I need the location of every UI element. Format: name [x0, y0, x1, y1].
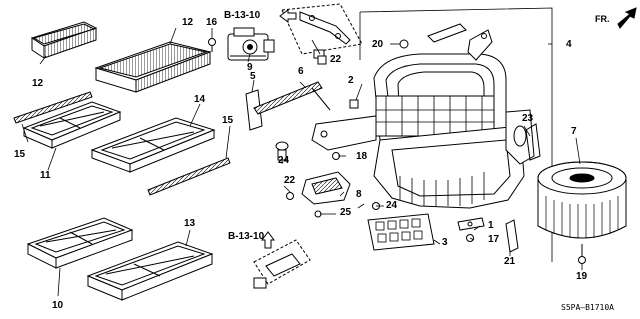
reference-label-bottom: B-13-10 — [228, 231, 265, 242]
ref-arrow-top — [279, 9, 297, 23]
filter-frame-14 — [90, 117, 216, 173]
filter-element-left — [30, 21, 98, 59]
lever-bracket-top — [281, 3, 363, 59]
link-lever-top — [427, 23, 467, 43]
mode-actuator — [227, 27, 275, 61]
link-rod-5 — [245, 89, 263, 131]
callout-23: 23 — [522, 113, 534, 124]
callout-12a: 12 — [32, 78, 44, 89]
callout-20: 20 — [372, 39, 384, 50]
filter-element-right — [94, 41, 212, 93]
blower-housing — [311, 7, 553, 262]
clip-1 — [457, 217, 485, 231]
callout-19: 19 — [576, 271, 588, 282]
filter-frame-10 — [26, 217, 134, 269]
diagram-code: S5PA–B1710A — [561, 303, 614, 312]
callout-10: 10 — [52, 300, 64, 311]
callout-21: 21 — [504, 256, 516, 267]
callout-3: 3 — [442, 237, 448, 248]
callout-2: 2 — [348, 75, 354, 86]
ref-arrow-bottom — [261, 231, 275, 249]
callout-12b: 12 — [182, 17, 194, 28]
front-direction-label: FR. — [595, 14, 610, 24]
connector — [367, 213, 435, 251]
callout-4: 4 — [566, 39, 572, 50]
callout-25: 25 — [340, 207, 352, 218]
screw-20 — [399, 39, 409, 49]
blower-motor — [537, 161, 627, 256]
callout-6: 6 — [298, 66, 304, 77]
callout-17: 17 — [488, 234, 500, 245]
callout-24b: 24 — [386, 200, 398, 211]
callout-22a: 22 — [330, 54, 342, 65]
reference-label-top: B-13-10 — [224, 10, 261, 21]
callout-14: 14 — [194, 94, 206, 105]
callout-24a: 24 — [278, 155, 290, 166]
filter-frame-11 — [22, 101, 122, 149]
leader-lines — [21, 27, 583, 297]
rod-6-leader — [311, 87, 331, 111]
filter-frame-13 — [86, 241, 214, 301]
resistor — [301, 171, 351, 205]
callout-8: 8 — [356, 189, 362, 200]
callout-15a: 15 — [14, 149, 26, 160]
callout-13: 13 — [184, 218, 196, 229]
callout-18: 18 — [356, 151, 368, 162]
callout-1: 1 — [488, 220, 494, 231]
callout-11: 11 — [40, 170, 51, 181]
seal-strip-left — [13, 91, 93, 124]
seal-strip-right — [147, 157, 231, 196]
callout-5: 5 — [250, 71, 256, 82]
callout-9: 9 — [247, 62, 253, 73]
link-rod-6 — [253, 81, 323, 115]
callout-7: 7 — [571, 126, 577, 137]
lever-bracket-bottom — [253, 239, 311, 289]
front-arrow-icon — [617, 7, 637, 29]
callout-15b: 15 — [222, 115, 234, 126]
callout-16: 16 — [206, 17, 218, 28]
callout-22b: 22 — [284, 175, 296, 186]
